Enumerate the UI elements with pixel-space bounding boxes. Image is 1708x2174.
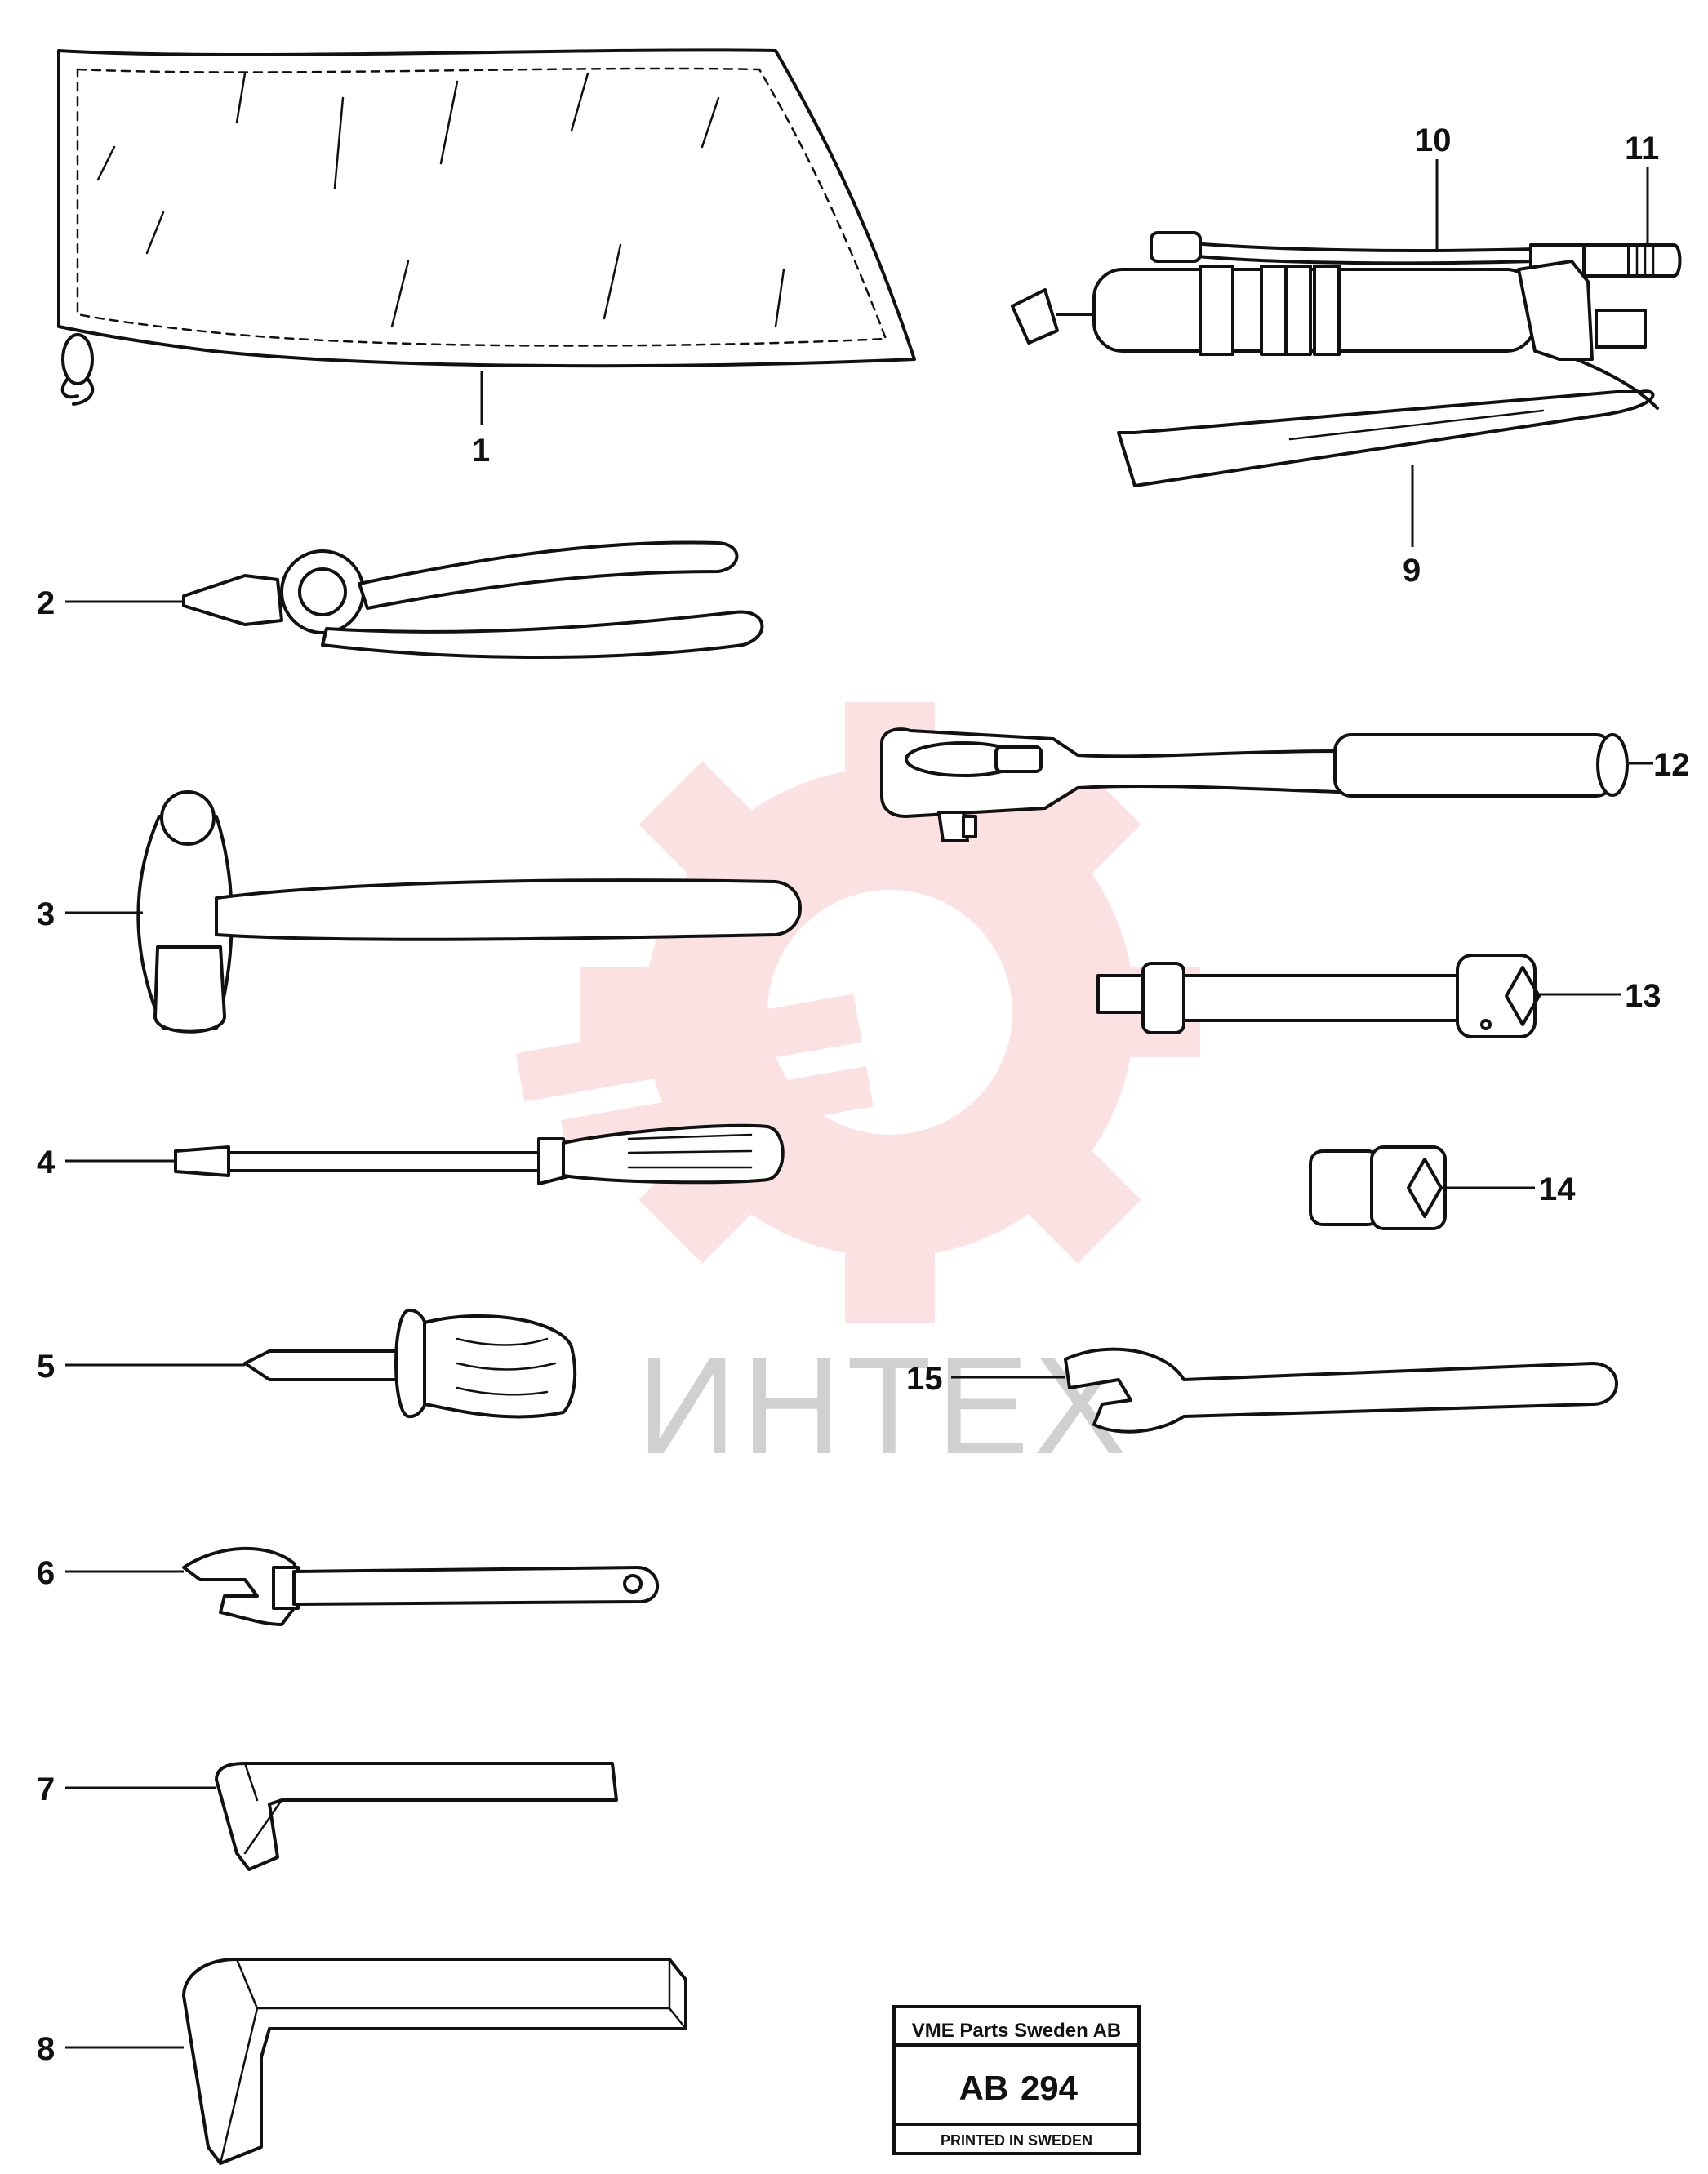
open-end-wrench-illustration: [1064, 1347, 1618, 1434]
tool-bag-illustration: [57, 48, 916, 406]
title-block-code-prefix: AB: [959, 2069, 1009, 2107]
callout-1: 1: [472, 433, 490, 469]
callout-14: 14: [1539, 1171, 1576, 1207]
socket-illustration: [1309, 1145, 1447, 1230]
hammer-illustration: [136, 790, 802, 1034]
callout-3: 3: [37, 896, 55, 932]
title-block: VME Parts Sweden AB AB 294 PRINTED IN SW…: [892, 2005, 1141, 2155]
callout-9: 9: [1403, 553, 1421, 589]
title-block-code-number: 294: [1021, 2069, 1079, 2107]
flat-screwdriver-illustration: [174, 1123, 785, 1185]
adjustable-wrench-illustration: [182, 1546, 660, 1626]
watermark-text: ИНТЕХ: [637, 1328, 1132, 1483]
callout-2: 2: [37, 585, 55, 621]
title-block-footer: PRINTED IN SWEDEN: [941, 2132, 1092, 2149]
callout-13: 13: [1625, 978, 1661, 1014]
pliers-illustration: [182, 540, 764, 659]
callout-8: 8: [37, 2031, 55, 2067]
ratchet-handle-illustration: [880, 727, 1629, 842]
callout-15: 15: [906, 1361, 943, 1397]
callout-5: 5: [37, 1349, 55, 1385]
callout-12: 12: [1653, 747, 1690, 783]
title-block-company: VME Parts Sweden AB: [912, 2020, 1122, 2042]
callout-7: 7: [37, 1772, 55, 1807]
small-hex-key-illustration: [215, 1762, 618, 1871]
extension-bar-illustration: [1096, 954, 1541, 1038]
cross-screwdriver-illustration: [243, 1308, 577, 1419]
callout-11: 11: [1625, 131, 1659, 167]
grease-gun-illustration: [1011, 231, 1682, 487]
callout-6: 6: [37, 1555, 55, 1591]
callout-4: 4: [37, 1145, 56, 1180]
large-hex-key-illustration: [182, 1958, 687, 2165]
callout-10: 10: [1415, 122, 1452, 158]
